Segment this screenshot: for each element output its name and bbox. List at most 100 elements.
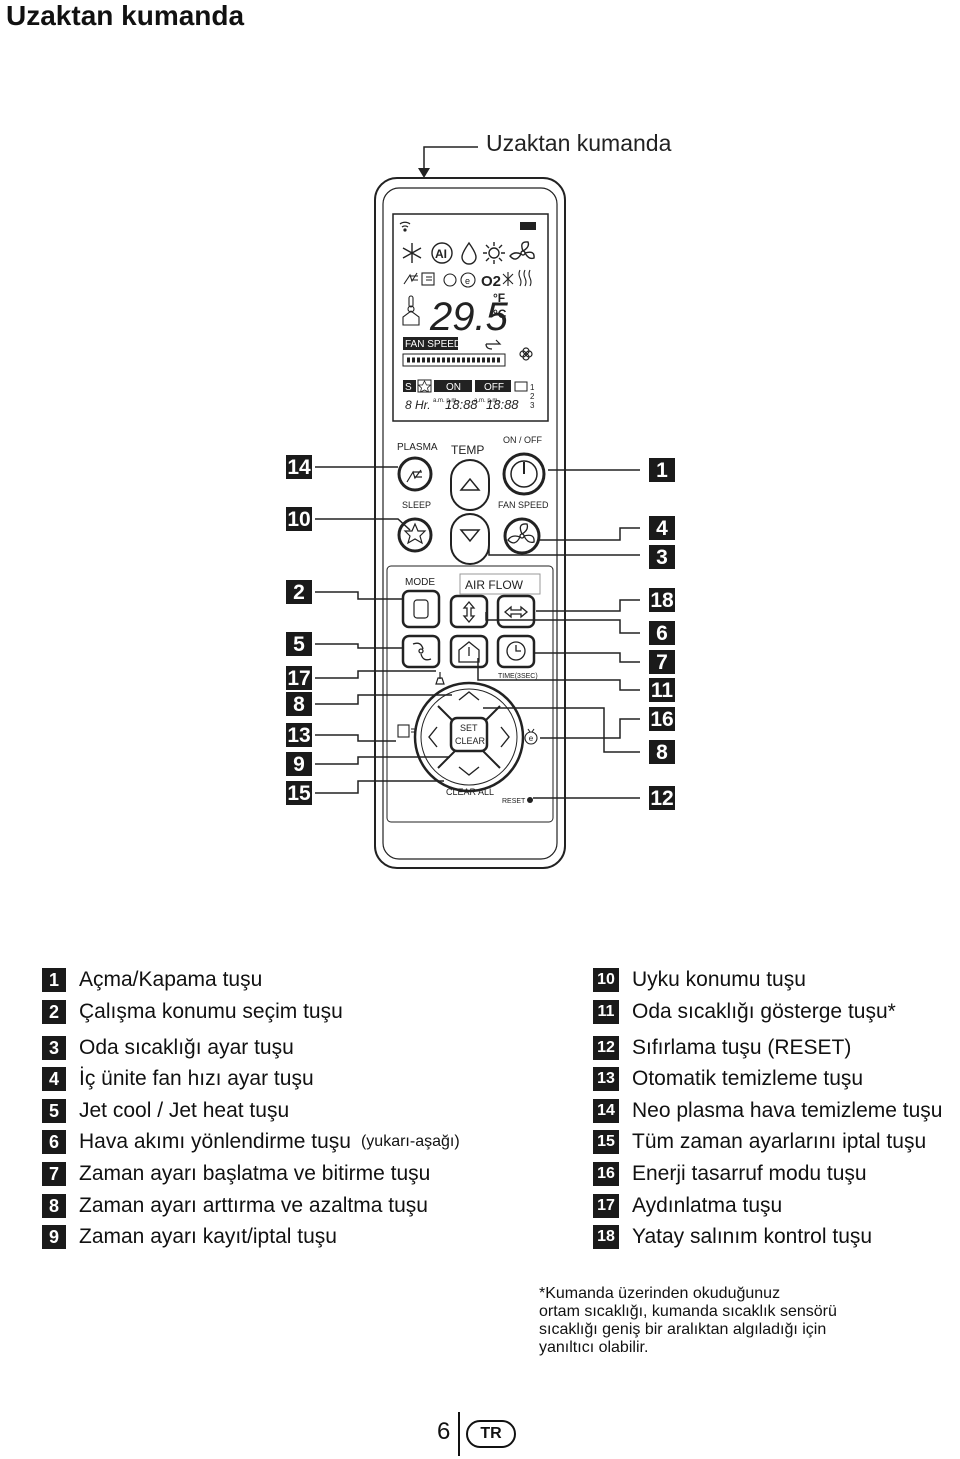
updown-arrow-icon [462, 600, 476, 624]
timer-button[interactable] [496, 634, 536, 669]
battery-icon [520, 222, 536, 230]
svg-text:13: 13 [287, 724, 310, 747]
time-label: TIME(3SEC) [498, 673, 538, 680]
callout-17: 17 [286, 666, 312, 690]
callout-1: 1 [649, 458, 675, 482]
callout-18: 18 [649, 588, 675, 612]
svg-text:12: 12 [650, 787, 673, 810]
page-divider [458, 1412, 460, 1456]
callout-11: 11 [649, 678, 675, 702]
svg-text:6: 6 [656, 622, 668, 645]
level-1: 1 [530, 383, 535, 392]
fanspeed-button[interactable] [503, 517, 541, 555]
svg-text:9: 9 [293, 753, 305, 776]
page-title: Uzaktan kumanda [6, 0, 245, 31]
snowflake-icon [402, 243, 422, 263]
house-thermometer-icon [458, 641, 480, 663]
callout-5: 5 [286, 632, 312, 656]
svg-text:3: 3 [656, 546, 668, 569]
temperature-readout: 29.5 [429, 295, 509, 339]
unit-c: °C [493, 307, 507, 321]
plasma-button[interactable] [397, 456, 433, 492]
callout-4: 4 [649, 516, 675, 540]
airflow-label: AIR FLOW [465, 578, 524, 592]
dpad-right-icon [500, 726, 510, 748]
room-temp-button[interactable] [449, 634, 489, 669]
temp-up-button[interactable] [450, 459, 490, 511]
callout-6: 6 [649, 621, 675, 645]
svg-text:15: 15 [287, 782, 311, 805]
drop-icon [461, 241, 477, 265]
thermometer-icon [407, 295, 415, 313]
temp-down-button[interactable] [450, 513, 490, 565]
jet-button[interactable] [401, 634, 441, 669]
svg-text:4: 4 [656, 517, 668, 540]
callout-10: 10 [286, 507, 312, 531]
energy-icon [524, 728, 538, 745]
unit-f: °F [493, 291, 505, 305]
ai-icon: AI [431, 242, 453, 264]
legend-note: (yukarı-aşağı) [360, 1133, 460, 1150]
autoclean-icon [397, 724, 410, 738]
svg-text:1: 1 [656, 459, 668, 482]
svg-text:8: 8 [656, 741, 668, 764]
down-arrow-icon [459, 529, 481, 543]
hr-readout: 8 Hr. [405, 398, 431, 412]
svg-text:AI: AI [435, 247, 447, 261]
reset-label: RESET [502, 798, 526, 805]
horizontal-swing-button[interactable] [496, 594, 536, 629]
calendar-icon [514, 381, 528, 392]
onoff-label: ON / OFF [503, 435, 542, 445]
callouts-right: 1 4 3 18 6 7 11 16 8 12 [649, 458, 675, 810]
filter-icon [502, 272, 514, 286]
footnote: *Kumanda üzerinden okuduğunuz ortam sıca… [539, 1285, 939, 1357]
onoff-button[interactable] [502, 452, 546, 496]
jet-icon [412, 642, 432, 661]
swing-icon [485, 339, 502, 350]
callouts-left: 14 10 2 5 17 8 13 9 15 [286, 455, 312, 805]
svg-text:e: e [529, 734, 534, 743]
svg-text:10: 10 [287, 508, 310, 531]
clover-icon [519, 347, 533, 361]
vertical-airflow-button[interactable] [449, 594, 489, 629]
star-icon [403, 522, 427, 545]
up-arrow-icon [459, 477, 481, 491]
set-clear-button[interactable]: SET CLEAR [449, 716, 489, 753]
svg-text:18: 18 [650, 589, 674, 612]
set-label: SET [460, 723, 478, 733]
svg-text:8: 8 [293, 693, 305, 716]
leftright-arrow-icon [503, 605, 529, 619]
off-label: OFF [484, 382, 504, 393]
heat-icon [518, 269, 532, 287]
remote-figure: AI e O2 29.5 °F °C FAN SPEED [286, 146, 675, 869]
house-icon [402, 310, 420, 326]
svg-text:11: 11 [651, 679, 674, 702]
clear-all-label: CLEAR ALL [446, 787, 494, 797]
reset-button[interactable] [527, 797, 533, 803]
fanspeed-label: FAN SPEED [498, 500, 549, 510]
o2-label: O2 [481, 273, 501, 290]
ampm-off: a.m. p.m. [474, 398, 499, 404]
page-number: 6 [437, 1418, 451, 1445]
sleep-label: SLEEP [402, 500, 431, 510]
mode-button[interactable] [401, 589, 441, 629]
lcd-contents: AI e O2 29.5 °F °C FAN SPEED [399, 221, 536, 412]
energy-icon [460, 272, 476, 288]
